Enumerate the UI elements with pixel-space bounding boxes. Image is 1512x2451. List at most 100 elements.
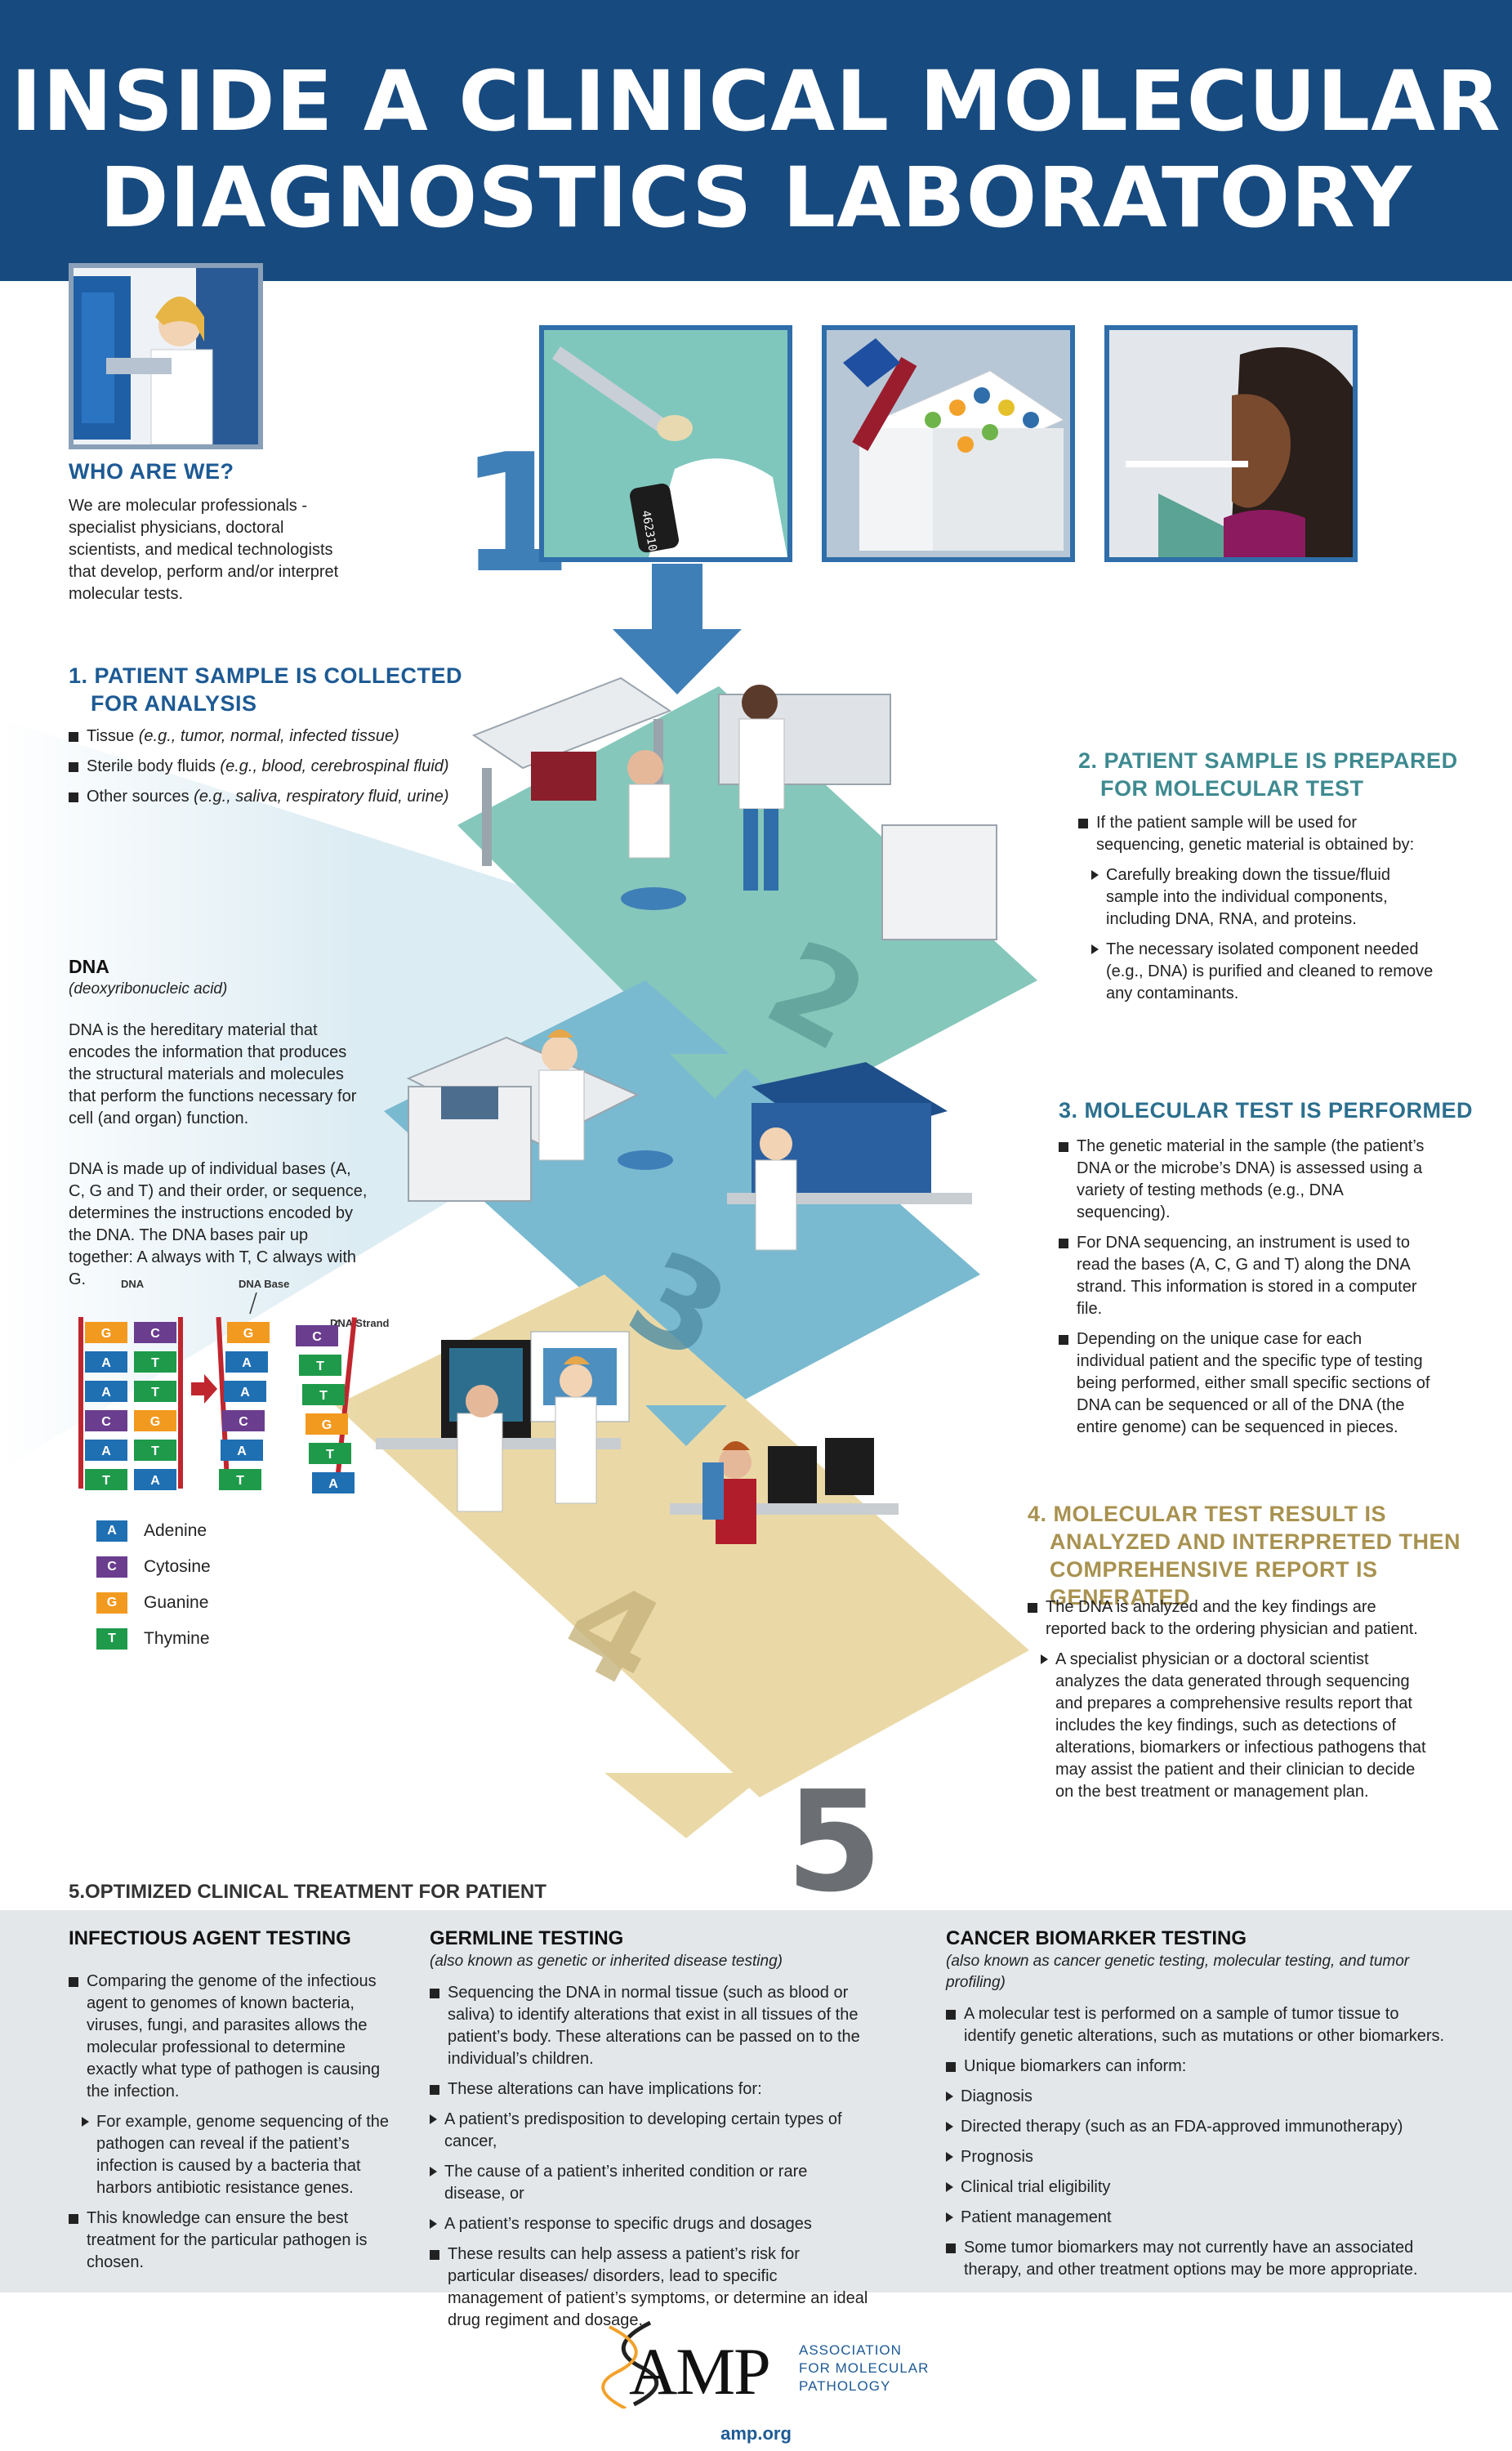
org-name: ASSOCIATION FOR MOLECULAR PATHOLOGY — [799, 2342, 929, 2395]
infectious-sub-1: For example, genome sequencing of the pa… — [69, 2111, 395, 2199]
left-pair-4-a-letter: A — [101, 1444, 111, 1458]
left-pair-5-a-letter: T — [102, 1474, 110, 1488]
cancer-sub-3: Prognosis — [946, 2146, 1452, 2168]
left-pair-5-b-letter: A — [150, 1474, 160, 1488]
arrow-4-5 — [604, 1773, 768, 1838]
right-pair-2-b-letter: T — [319, 1389, 328, 1403]
left-pair-0-a-letter: G — [101, 1327, 111, 1341]
step1-bullet-2: Sterile body fluids (e.g., blood, cerebr… — [69, 756, 493, 778]
left-pair-1-b-tile — [134, 1351, 176, 1373]
left-pair-4-b-letter: T — [151, 1444, 159, 1458]
lab-scene-step2 — [471, 676, 997, 940]
germline-sub-2: The cause of a patient’s inherited condi… — [430, 2161, 871, 2205]
left-pair-5-a-tile — [85, 1469, 127, 1490]
left-pair-5-b-tile — [134, 1469, 176, 1490]
right-pair-0-a-letter: G — [243, 1327, 253, 1341]
right-pair-2-a-tile — [224, 1381, 266, 1402]
step1-heading: 1. PATIENT SAMPLE IS COLLECTED FOR ANALY… — [69, 662, 462, 717]
step1-heading-line1: 1. PATIENT SAMPLE IS COLLECTED — [69, 663, 463, 688]
step3-bullets: The genetic material in the sample (the … — [1059, 1136, 1434, 1447]
arrow-down-1 — [652, 564, 702, 629]
germline-sub-3: A patient’s response to specific drugs a… — [430, 2213, 871, 2235]
dna-paragraph-2: DNA is made up of individual bases (A, C… — [69, 1160, 368, 1288]
step2-heading-line1: 2. PATIENT SAMPLE IS PREPARED — [1078, 748, 1458, 773]
right-pair-4-b-letter: T — [326, 1448, 334, 1462]
right-pair-4-a-tile — [221, 1440, 263, 1461]
tissue-sample-image: 462310 7736A — [539, 325, 792, 593]
right-pair-1-a-letter: A — [242, 1356, 252, 1370]
infectious-bullet-1: Comparing the genome of the infectious a… — [69, 1971, 395, 2103]
step4-sub: A specialist physician or a doctoral sci… — [1028, 1649, 1436, 1803]
dna-base-label: DNA Base — [239, 1278, 290, 1290]
left-pair-1-b-letter: T — [151, 1356, 159, 1370]
base-legend: A Adenine C Cytosine G Guanine T Thymine — [96, 1513, 211, 1657]
dna-paragraph-1: DNA is the hereditary material that enco… — [69, 1021, 357, 1127]
amp-logo[interactable]: AMP ASSOCIATION FOR MOLECULAR PATHOLOGY — [593, 2319, 936, 2441]
germline-subtitle: (also known as genetic or inherited dise… — [430, 1953, 783, 1970]
step1-bullet-3: Other sources (e.g., saliva, respiratory… — [69, 786, 493, 808]
step1-bullets: Tissue (e.g., tumor, normal, infected ti… — [69, 725, 493, 816]
left-pair-3-a-tile — [85, 1410, 127, 1431]
legend-guanine: G Guanine — [96, 1585, 211, 1621]
step-number-5: 5 — [786, 1761, 883, 1923]
legend-g-label: Guanine — [144, 1593, 209, 1612]
arrow-2-3 — [670, 1054, 760, 1099]
right-pair-0-a-tile — [227, 1322, 270, 1343]
step3-bullet-1: The genetic material in the sample (the … — [1059, 1136, 1434, 1224]
left-pair-0-b-tile — [134, 1322, 176, 1343]
infectious-column: INFECTIOUS AGENT TESTING Comparing the g… — [69, 1926, 395, 2282]
workflow-background: 2 3 4 — [0, 281, 1037, 1910]
left-pair-1-a-letter: A — [101, 1356, 111, 1370]
cancer-column: CANCER BIOMARKER TESTING (also known as … — [946, 1926, 1452, 2289]
cancer-title: CANCER BIOMARKER TESTING — [946, 1927, 1247, 1949]
step2-bullet: If the patient sample will be used for s… — [1078, 812, 1438, 856]
step4-bullet: The DNA is analyzed and the key findings… — [1028, 1596, 1436, 1641]
cancer-sub-4: Clinical trial eligibility — [946, 2176, 1452, 2199]
who-text: We are molecular professionals - special… — [69, 497, 339, 603]
right-pair-0-b-letter: C — [312, 1330, 322, 1344]
step1-bullet-1: Tissue (e.g., tumor, normal, infected ti… — [69, 725, 493, 748]
step1-heading-line2: FOR ANALYSIS — [91, 691, 257, 716]
step5-heading: 5.OPTIMIZED CLINICAL TREATMENT FOR PATIE… — [69, 1881, 546, 1903]
right-pair-0-b-tile — [296, 1325, 338, 1346]
right-pair-3-b-tile — [306, 1413, 348, 1435]
step3-heading: 3. MOLECULAR TEST IS PERFORMED — [1059, 1098, 1474, 1123]
step2-sub-2: The necessary isolated component needed … — [1078, 939, 1438, 1005]
cancer-bullet-1: A molecular test is performed on a sampl… — [946, 2003, 1452, 2047]
left-pair-4-b-tile — [134, 1440, 176, 1461]
org-line2: FOR MOLECULAR — [799, 2360, 930, 2376]
step2-heading: 2. PATIENT SAMPLE IS PREPARED FOR MOLECU… — [1078, 747, 1458, 802]
dna-subheading: (deoxyribonucleic acid) — [69, 980, 228, 998]
cancer-subtitle: (also known as cancer genetic testing, m… — [946, 1953, 1410, 1991]
left-pair-2-a-letter: A — [101, 1386, 111, 1400]
cancer-bullet-3: Some tumor biomarkers may not currently … — [946, 2237, 1452, 2281]
step2-sub-1: Carefully breaking down the tissue/fluid… — [1078, 864, 1438, 931]
saliva-swab-image — [1104, 325, 1358, 562]
legend-a-label: Adenine — [144, 1521, 207, 1540]
infectious-title: INFECTIOUS AGENT TESTING — [69, 1927, 351, 1949]
right-pair-3-a-letter: C — [239, 1415, 248, 1429]
left-pair-2-a-tile — [85, 1381, 127, 1402]
legend-adenine: A Adenine — [96, 1513, 211, 1549]
left-pair-2-b-tile — [134, 1381, 176, 1402]
website-link[interactable]: amp.org — [720, 2423, 792, 2444]
step2-floor — [457, 686, 1037, 1127]
step3-bullet-2: For DNA sequencing, an instrument is use… — [1059, 1232, 1434, 1320]
left-pair-1-a-tile — [85, 1351, 127, 1373]
blood-tubes-image — [822, 325, 1075, 562]
left-pair-2-b-letter: T — [151, 1386, 159, 1400]
legend-thymine: T Thymine — [96, 1621, 211, 1657]
left-pair-0-a-tile — [85, 1322, 127, 1343]
right-pair-3-a-tile — [222, 1410, 265, 1431]
germline-bullet-1: Sequencing the DNA in normal tissue (suc… — [430, 1982, 871, 2070]
germline-column: GERMLINE TESTING (also known as genetic … — [430, 1926, 871, 2340]
scientist-image — [74, 268, 258, 445]
arrow-3-4 — [645, 1405, 727, 1446]
right-pair-4-b-tile — [309, 1443, 351, 1464]
left-pair-3-b-letter: G — [150, 1415, 160, 1429]
right-pair-1-b-letter: T — [316, 1359, 324, 1373]
lab-scene-step3 — [406, 1029, 972, 1251]
cancer-sub-2: Directed therapy (such as an FDA-approve… — [946, 2116, 1452, 2138]
step2-bullets: If the patient sample will be used for s… — [1078, 812, 1438, 1013]
title-line-2: DIAGNOSTICS LABORATORY — [99, 150, 1413, 247]
